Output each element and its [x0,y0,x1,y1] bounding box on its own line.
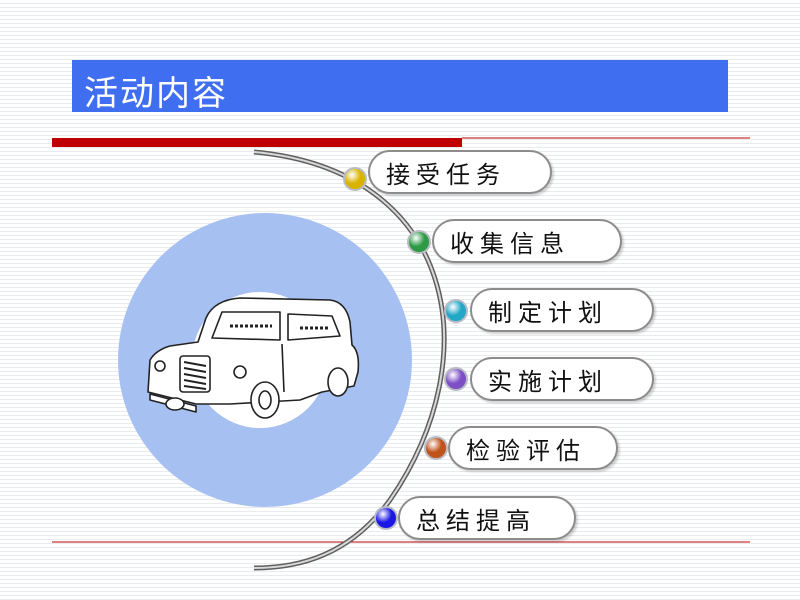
vintage-car-icon [147,297,360,419]
red-accent-bar [52,138,462,147]
step-implement-plan[interactable]: 实施计划 [470,357,654,401]
step-label: 检验评估 [466,436,586,465]
step-label: 接受任务 [386,160,506,189]
step-accept-task[interactable]: 接受任务 [368,150,552,194]
step-dot-5-icon [424,436,448,460]
page-title: 活动内容 [84,74,228,114]
step-dot-2-icon [407,230,431,254]
step-summarize-improve[interactable]: 总结提高 [398,496,576,540]
step-inspect-evaluate[interactable]: 检验评估 [448,426,618,470]
step-label: 总结提高 [416,506,536,535]
step-dot-4-icon [444,367,468,391]
step-make-plan[interactable]: 制定计划 [470,288,654,332]
step-label: 制定计划 [488,298,608,327]
step-collect-info[interactable]: 收集信息 [432,219,622,263]
step-label: 实施计划 [488,367,608,396]
step-dot-3-icon [444,299,468,323]
timeline-arc-highlight [253,151,445,569]
step-dot-6-icon [374,506,398,530]
title-bar: 活动内容 [72,60,728,114]
step-label: 收集信息 [450,229,570,258]
step-dot-1-icon [343,167,367,191]
